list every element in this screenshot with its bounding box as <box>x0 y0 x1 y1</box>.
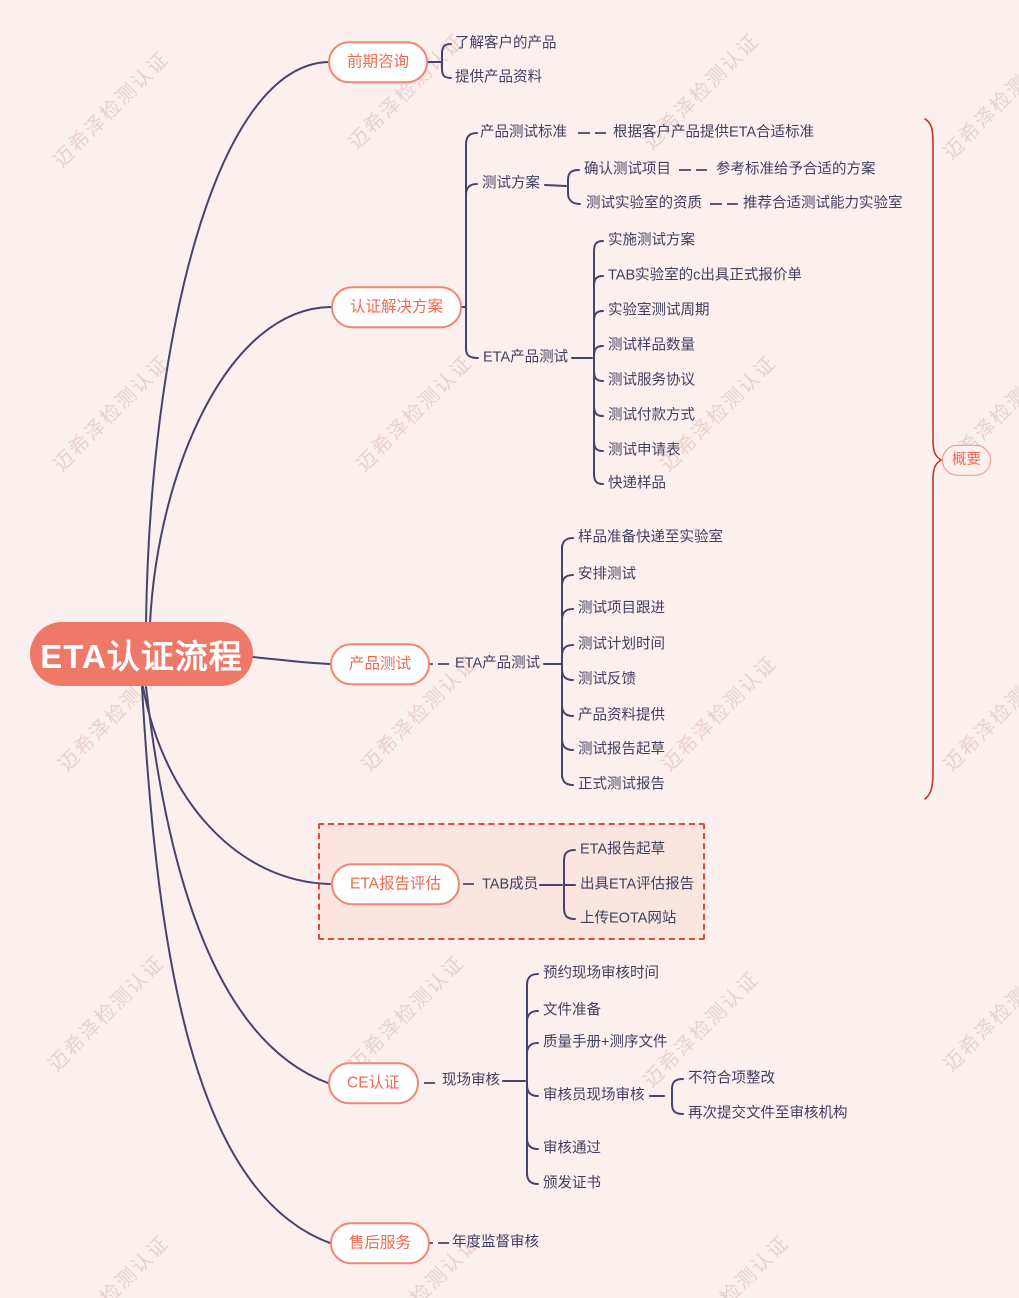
subtopic-provide-eta-standard[interactable]: 根据客户产品提供ETA合适标准 <box>613 124 815 141</box>
subtopic-audit-passed[interactable]: 审核通过 <box>543 1140 601 1157</box>
subtopic-test-feedback[interactable]: 测试反馈 <box>578 671 636 688</box>
subtopic-upload-eota-site[interactable]: 上传EOTA网站 <box>580 910 677 927</box>
subtopic-test-service-agreement[interactable]: 测试服务协议 <box>608 372 695 389</box>
subtopic-test-application-form[interactable]: 测试申请表 <box>608 442 681 459</box>
root-topic[interactable]: ETA认证流程 <box>30 622 253 686</box>
subtopic-express-samples[interactable]: 快递样品 <box>608 475 666 492</box>
subtopic-issue-eta-report[interactable]: 出具ETA评估报告 <box>580 876 695 893</box>
subtopic-sample-to-lab[interactable]: 样品准备快递至实验室 <box>578 529 723 546</box>
subtopic-product-test-standard[interactable]: 产品测试标准 <box>480 124 567 141</box>
subtopic-test-plan[interactable]: 测试方案 <box>482 175 540 192</box>
subtopic-resubmit-documents[interactable]: 再次提交文件至审核机构 <box>688 1105 848 1122</box>
topic-after-sales-service[interactable]: 售后服务 <box>330 1222 431 1264</box>
topic-eta-report-evaluation[interactable]: ETA报告评估 <box>331 863 460 905</box>
subtopic-reference-standard-plan[interactable]: 参考标准给予合适的方案 <box>716 161 876 178</box>
subtopic-sample-quantity[interactable]: 测试样品数量 <box>608 337 695 354</box>
subtopic-product-info-provide[interactable]: 产品资料提供 <box>578 707 665 724</box>
subtopic-issue-certificate[interactable]: 颁发证书 <box>543 1175 601 1192</box>
subtopic-test-follow-up[interactable]: 测试项目跟进 <box>578 600 665 617</box>
topic-ce-certification[interactable]: CE认证 <box>328 1062 419 1104</box>
subtopic-eta-product-test-2[interactable]: ETA产品测试 <box>455 655 541 672</box>
subtopic-know-customer-product[interactable]: 了解客户的产品 <box>455 35 557 52</box>
subtopic-test-schedule[interactable]: 测试计划时间 <box>578 636 665 653</box>
subtopic-onsite-audit[interactable]: 现场审核 <box>442 1072 500 1089</box>
subtopic-implement-test-plan[interactable]: 实施测试方案 <box>608 232 695 249</box>
subtopic-confirm-test-items[interactable]: 确认测试项目 <box>584 161 671 178</box>
subtopic-auditor-onsite-audit[interactable]: 审核员现场审核 <box>543 1087 645 1104</box>
subtopic-annual-surveillance-audit[interactable]: 年度监督审核 <box>452 1234 539 1251</box>
subtopic-eta-report-draft[interactable]: ETA报告起草 <box>580 841 666 858</box>
subtopic-document-preparation[interactable]: 文件准备 <box>543 1002 601 1019</box>
subtopic-lab-test-cycle[interactable]: 实验室测试周期 <box>608 302 710 319</box>
subtopic-quality-manual[interactable]: 质量手册+测序文件 <box>543 1034 668 1051</box>
subtopic-formal-test-report[interactable]: 正式测试报告 <box>578 776 665 793</box>
subtopic-lab-qualification[interactable]: 测试实验室的资质 <box>586 195 702 212</box>
subtopic-book-audit-time[interactable]: 预约现场审核时间 <box>543 965 659 982</box>
subtopic-provide-product-info[interactable]: 提供产品资料 <box>455 69 542 86</box>
subtopic-tab-lab-quotation[interactable]: TAB实验室的c出具正式报价单 <box>608 267 802 284</box>
subtopic-nonconformity-fix[interactable]: 不符合项整改 <box>688 1070 775 1087</box>
topic-certification-solution[interactable]: 认证解决方案 <box>331 286 463 328</box>
subtopic-tab-member[interactable]: TAB成员 <box>482 876 539 893</box>
subtopic-eta-product-test[interactable]: ETA产品测试 <box>483 349 569 366</box>
summary-topic[interactable]: 概要 <box>942 444 991 476</box>
subtopic-arrange-test[interactable]: 安排测试 <box>578 566 636 583</box>
topic-product-testing[interactable]: 产品测试 <box>330 643 431 685</box>
subtopic-test-payment[interactable]: 测试付款方式 <box>608 407 695 424</box>
subtopic-test-report-draft[interactable]: 测试报告起草 <box>578 741 665 758</box>
summary-bracket <box>924 118 943 800</box>
topic-preliminary-consulting[interactable]: 前期咨询 <box>328 41 429 83</box>
subtopic-recommend-lab[interactable]: 推荐合适测试能力实验室 <box>743 195 903 212</box>
